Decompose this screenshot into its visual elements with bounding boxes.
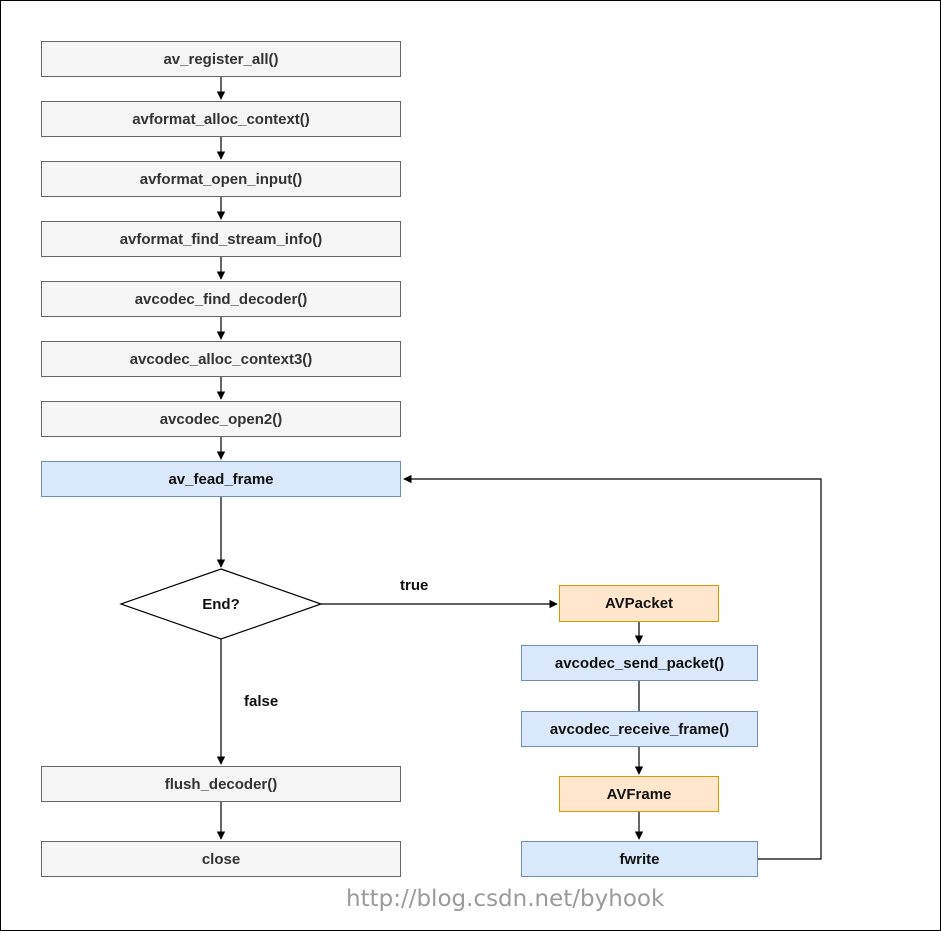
- step-label: avcodec_receive_frame(): [549, 720, 730, 738]
- step-label: avcodec_find_decoder(): [134, 290, 308, 308]
- step-avformat-alloc-context: avformat_alloc_context(): [41, 101, 401, 137]
- arrow-write-loop-to-read-frame: [403, 474, 822, 860]
- watermark-url: http://blog.csdn.net/byhook: [346, 886, 665, 912]
- step-label: fwrite: [619, 850, 660, 868]
- step-avframe: AVFrame: [559, 776, 719, 812]
- step-avcodec-open2: avcodec_open2(): [41, 401, 401, 437]
- step-avcodec-alloc-context3: avcodec_alloc_context3(): [41, 341, 401, 377]
- step-label: AVPacket: [604, 595, 674, 612]
- step-label: avformat_alloc_context(): [132, 110, 310, 128]
- step-fwrite: fwrite: [521, 841, 758, 877]
- step-close: close: [41, 841, 401, 877]
- step-label: flush_decoder(): [164, 775, 278, 793]
- step-label: close: [201, 850, 241, 868]
- true-branch-label: true: [400, 577, 429, 594]
- step-label: av_register_all(): [163, 50, 279, 68]
- false-branch-label: false: [244, 693, 279, 710]
- step-av-register-all: av_register_all(): [41, 41, 401, 77]
- step-label: avformat_find_stream_info(): [119, 230, 323, 248]
- step-avformat-open-input: avformat_open_input(): [41, 161, 401, 197]
- step-avcodec-find-decoder: avcodec_find_decoder(): [41, 281, 401, 317]
- decision-label: End?: [202, 595, 240, 613]
- step-avformat-find-stream-info: avformat_find_stream_info(): [41, 221, 401, 257]
- step-label: avcodec_send_packet(): [554, 654, 725, 672]
- step-label: av_fead_frame: [168, 470, 274, 488]
- step-avpacket: AVPacket: [559, 585, 719, 622]
- step-avcodec-receive-frame: avcodec_receive_frame(): [521, 711, 758, 747]
- step-label: avcodec_alloc_context3(): [129, 350, 313, 368]
- step-flush-decoder: flush_decoder(): [41, 766, 401, 802]
- step-label: avformat_open_input(): [139, 170, 303, 188]
- step-label: AVFrame: [606, 785, 672, 803]
- decision-diamond: [119, 568, 323, 640]
- step-avcodec-send-packet: avcodec_send_packet(): [521, 645, 758, 681]
- step-label: avcodec_open2(): [159, 410, 283, 428]
- step-av-read-frame: av_fead_frame: [41, 461, 401, 497]
